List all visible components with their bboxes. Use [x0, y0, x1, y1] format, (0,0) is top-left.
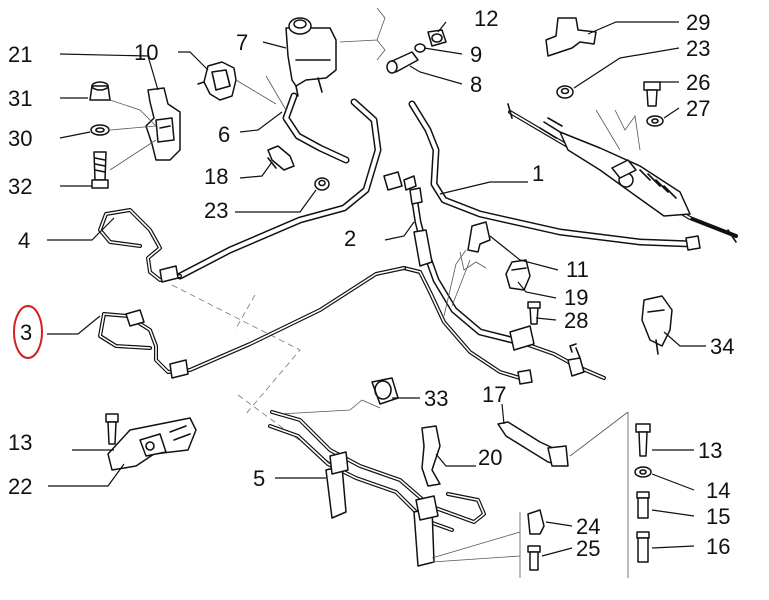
part-13-bolt-right: [635, 423, 651, 457]
callout-34: 34: [710, 334, 734, 359]
part-34-bracket: [641, 295, 673, 355]
part-21-bracket: [109, 87, 181, 171]
callout-10: 10: [134, 40, 158, 65]
callout-30: 30: [8, 126, 32, 151]
part-20-bracket: [421, 425, 441, 487]
callout-13-left: 13: [8, 430, 32, 455]
callout-20: 20: [478, 445, 502, 470]
callout-23-right: 23: [686, 36, 710, 61]
part-14-washer: [634, 466, 652, 478]
callout-24: 24: [576, 514, 600, 539]
leader-lines: [47, 21, 706, 557]
part-32-bolt: [91, 151, 109, 189]
callout-27: 27: [686, 96, 710, 121]
callout-11: 11: [566, 257, 589, 282]
callout-7: 7: [236, 30, 248, 55]
callout-31: 31: [8, 86, 32, 111]
callout-16: 16: [706, 534, 730, 559]
callout-13-right: 13: [698, 438, 722, 463]
part-12-cap: [427, 29, 447, 47]
callout-32: 32: [8, 174, 32, 199]
part-13-bolt-left: [105, 413, 119, 445]
part-4-pipe: [98, 98, 382, 283]
callout-12: 12: [474, 6, 498, 31]
part-26-bolt: [643, 81, 661, 107]
steering-rack: [507, 103, 738, 243]
part-3-pipe: [98, 266, 533, 385]
callout-18: 18: [204, 164, 228, 189]
part-1-hose: [408, 100, 701, 251]
part-10-clamp: [197, 61, 237, 101]
part-29-bracket: [545, 17, 597, 57]
part-23-nut-right: [556, 85, 574, 99]
callout-19: 19: [564, 285, 588, 310]
part-31-nut: [89, 81, 111, 101]
callout-2: 2: [344, 226, 356, 251]
part-7-reservoir: [285, 17, 337, 97]
callout-21: 21: [8, 42, 32, 67]
part-16-bolt: [636, 531, 650, 563]
part-23-nut: [314, 177, 330, 191]
callout-3-highlight-ring: [13, 305, 43, 359]
callout-22: 22: [8, 474, 32, 499]
callout-5: 5: [253, 466, 265, 491]
callout-4: 4: [18, 228, 30, 253]
part-5-pipes: [268, 399, 521, 567]
part-30-washer: [90, 124, 110, 136]
callout-23-middle: 23: [204, 198, 228, 223]
part-19-clip: [505, 259, 531, 291]
part-17-bracket: [497, 411, 629, 467]
part-27-washer: [646, 115, 664, 127]
part-2-hose: [383, 171, 606, 380]
callout-26: 26: [686, 70, 710, 95]
callout-6: 6: [218, 122, 230, 147]
part-7-guide: [339, 7, 386, 61]
part-2-guide: [443, 249, 487, 317]
callout-9: 9: [470, 42, 482, 67]
callout-33: 33: [424, 386, 448, 411]
part-15-bolt: [636, 491, 650, 519]
callout-25: 25: [576, 536, 600, 561]
callout-29: 29: [686, 10, 710, 35]
part-11-bracket: [467, 221, 491, 253]
callout-labels: 1 2 3 4 5 6 7 8 9 10 11 12 13 13 14 15 1…: [8, 6, 734, 561]
hose-clamp: [509, 325, 535, 351]
part-25-bolt: [527, 545, 541, 571]
callout-1: 1: [532, 161, 544, 186]
part-9-washer: [414, 43, 426, 53]
part-18-bracket: [267, 145, 295, 171]
callout-8: 8: [470, 72, 482, 97]
callout-17: 17: [482, 382, 506, 407]
part-28-screw: [527, 301, 541, 325]
part-22-bracket: [107, 417, 197, 471]
callout-3: 3: [20, 320, 32, 345]
part-6-hose: [235, 75, 350, 164]
callout-15: 15: [706, 504, 730, 529]
callout-28: 28: [564, 308, 588, 333]
callout-14: 14: [706, 478, 730, 503]
part-8-fitting: [386, 51, 419, 74]
part-24-nut: [527, 509, 545, 535]
part-33-clamp: [371, 377, 399, 405]
